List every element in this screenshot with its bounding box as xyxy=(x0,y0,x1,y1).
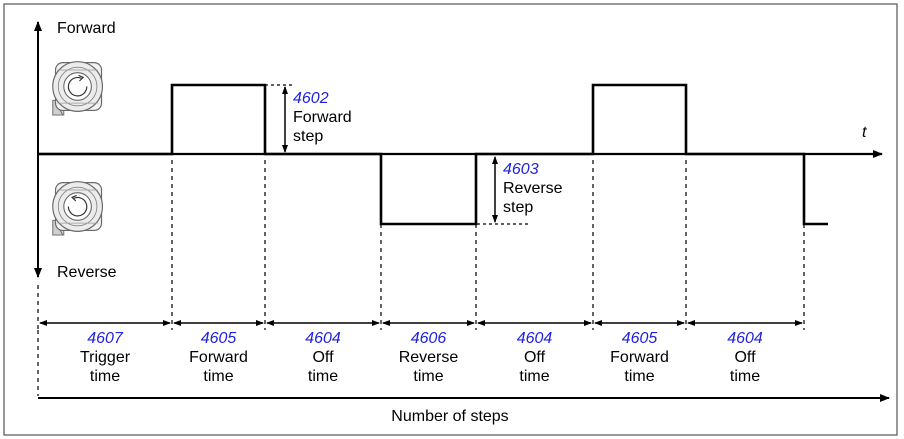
segment-param: 4604 xyxy=(517,330,553,347)
segment-label-line2: time xyxy=(730,368,760,385)
segment-param: 4606 xyxy=(411,330,447,347)
segment-label-line2: time xyxy=(413,368,443,385)
segment-label-line2: time xyxy=(308,368,338,385)
motor-forward-rotation-icon xyxy=(52,61,104,116)
segment-param: 4607 xyxy=(87,330,124,347)
segment-label-line1: Off xyxy=(734,349,756,366)
segment-label-line1: Forward xyxy=(610,349,669,366)
reverse-step-annotation: 4603 Reverse step xyxy=(477,153,563,225)
reverse-axis-label: Reverse xyxy=(57,264,117,281)
reverse-step-param: 4603 xyxy=(503,161,539,178)
time-axis-label: t xyxy=(862,124,867,141)
diagram-frame xyxy=(3,3,898,436)
segment-label-line2: time xyxy=(519,368,549,385)
reverse-step-line2: step xyxy=(503,199,533,216)
segment-param: 4604 xyxy=(727,330,763,347)
segment-param: 4605 xyxy=(201,330,237,347)
forward-step-param: 4602 xyxy=(293,90,329,107)
step-waveform xyxy=(38,83,828,226)
forward-axis-label: Forward xyxy=(57,20,116,37)
forward-step-line2: step xyxy=(293,128,323,145)
segment-label-line2: time xyxy=(624,368,654,385)
segment-label-line2: time xyxy=(203,368,233,385)
forward-step-annotation: 4602 Forward step xyxy=(265,84,352,153)
segment-guide-lines xyxy=(37,160,805,396)
segment-label-line1: Off xyxy=(312,349,334,366)
segment-label-line2: time xyxy=(90,368,120,385)
segment-label-line1: Off xyxy=(524,349,546,366)
segment-param: 4605 xyxy=(622,330,658,347)
segment-param: 4604 xyxy=(305,330,341,347)
steps-axis-label: Number of steps xyxy=(391,408,508,425)
motor-reverse-rotation-icon xyxy=(52,181,104,236)
segment-label-line1: Reverse xyxy=(399,349,459,366)
segment-label-line1: Forward xyxy=(189,349,248,366)
reverse-step-line1: Reverse xyxy=(503,180,563,197)
segment-label-line1: Trigger xyxy=(80,349,131,366)
forward-step-line1: Forward xyxy=(293,109,352,126)
